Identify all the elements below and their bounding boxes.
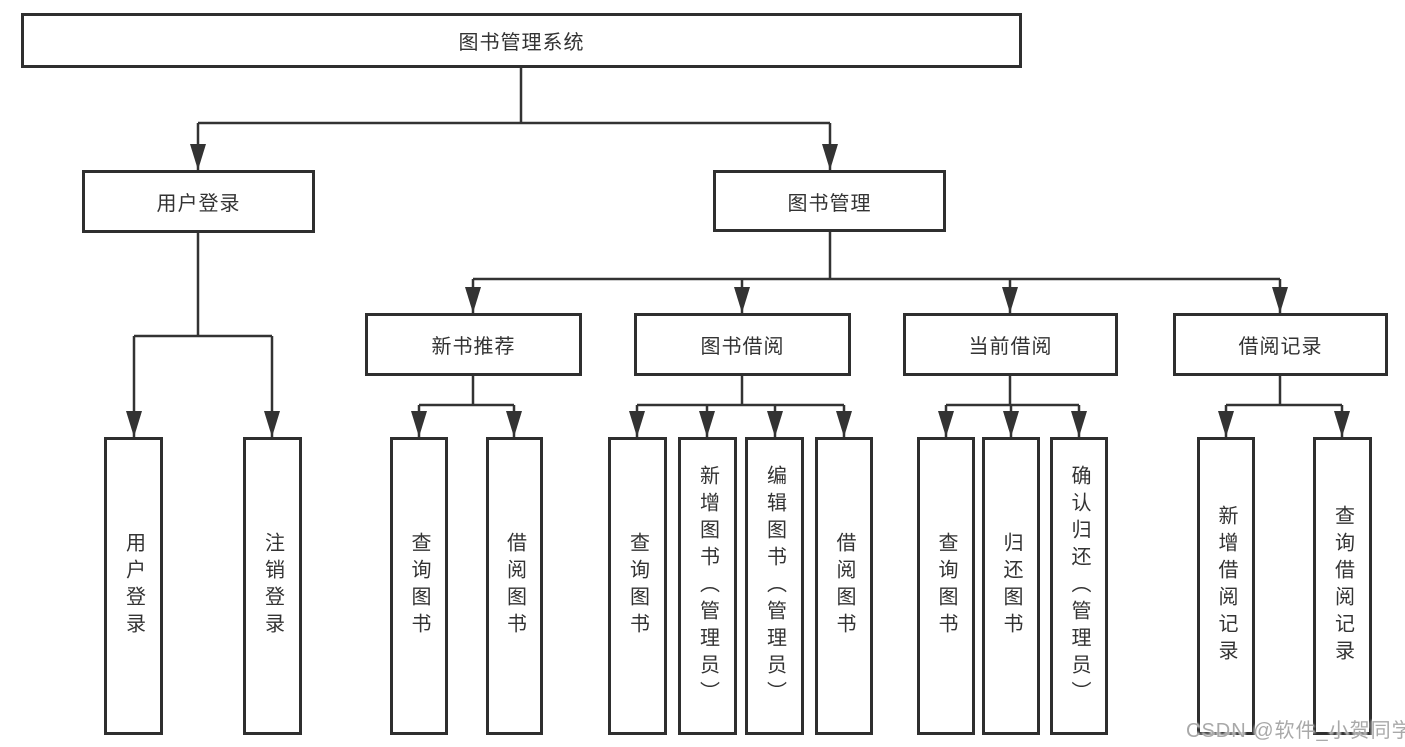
leaf-query-books-recommend: 查询图书 <box>390 437 448 735</box>
leaf-edit-book-admin-label: 编辑图书（管理员） <box>763 464 786 708</box>
leaf-borrow-book-recommend: 借阅图书 <box>486 437 543 735</box>
node-book-management: 图书管理 <box>713 170 946 232</box>
leaf-borrow-book-recommend-label: 借阅图书 <box>503 532 526 640</box>
connector-record-split <box>1226 376 1342 407</box>
leaf-query-books-borrow: 查询图书 <box>608 437 667 735</box>
csdn-watermark: CSDN @软件_小贺同学 <box>1186 720 1405 742</box>
leaf-borrow-book-label: 借阅图书 <box>833 532 855 640</box>
leaf-return-book-label: 归还图书 <box>1000 532 1022 640</box>
node-new-book-recommend-label: 新书推荐 <box>431 336 516 358</box>
node-book-borrow-label: 图书借阅 <box>700 336 785 358</box>
connector-recommend-split <box>419 376 514 407</box>
leaf-return-book: 归还图书 <box>982 437 1040 735</box>
node-user-login: 用户登录 <box>82 170 315 233</box>
connector-current-split <box>946 376 1079 407</box>
leaf-user-login-label: 用户登录 <box>122 532 145 640</box>
leaf-add-book-admin-label: 新增图书（管理员） <box>696 464 719 708</box>
leaf-confirm-return-admin-label: 确认归还（管理员） <box>1068 464 1090 708</box>
leaf-query-books-current-label: 查询图书 <box>935 532 957 640</box>
node-library-system: 图书管理系统 <box>21 13 1022 68</box>
node-new-book-recommend: 新书推荐 <box>365 313 582 376</box>
node-book-management-label: 图书管理 <box>787 192 872 215</box>
leaf-add-book-admin: 新增图书（管理员） <box>678 437 737 735</box>
node-current-borrow-label: 当前借阅 <box>968 336 1053 358</box>
connector-management-split <box>473 232 1280 281</box>
leaf-query-books-recommend-label: 查询图书 <box>408 532 430 640</box>
node-user-login-label: 用户登录 <box>156 193 241 215</box>
leaf-user-login: 用户登录 <box>104 437 163 735</box>
node-borrow-record-label: 借阅记录 <box>1238 336 1323 358</box>
leaf-query-borrow-record-label: 查询借阅记录 <box>1331 505 1354 667</box>
leaf-query-books-borrow-label: 查询图书 <box>626 532 649 640</box>
leaf-logout: 注销登录 <box>243 437 302 735</box>
node-current-borrow: 当前借阅 <box>903 313 1118 376</box>
leaf-confirm-return-admin: 确认归还（管理员） <box>1050 437 1108 735</box>
leaf-add-borrow-record: 新增借阅记录 <box>1197 437 1255 735</box>
leaf-borrow-book: 借阅图书 <box>815 437 873 735</box>
node-library-system-label: 图书管理系统 <box>458 32 585 54</box>
leaf-logout-label: 注销登录 <box>261 532 284 640</box>
node-book-borrow: 图书借阅 <box>634 313 851 376</box>
leaf-edit-book-admin: 编辑图书（管理员） <box>745 437 804 735</box>
leaf-query-books-current: 查询图书 <box>917 437 975 735</box>
leaf-query-borrow-record: 查询借阅记录 <box>1313 437 1372 735</box>
node-borrow-record: 借阅记录 <box>1173 313 1388 376</box>
connector-login-split <box>134 233 272 338</box>
connector-root-stem <box>198 68 830 125</box>
connector-borrow-split <box>637 376 844 407</box>
leaf-add-borrow-record-label: 新增借阅记录 <box>1215 505 1237 667</box>
